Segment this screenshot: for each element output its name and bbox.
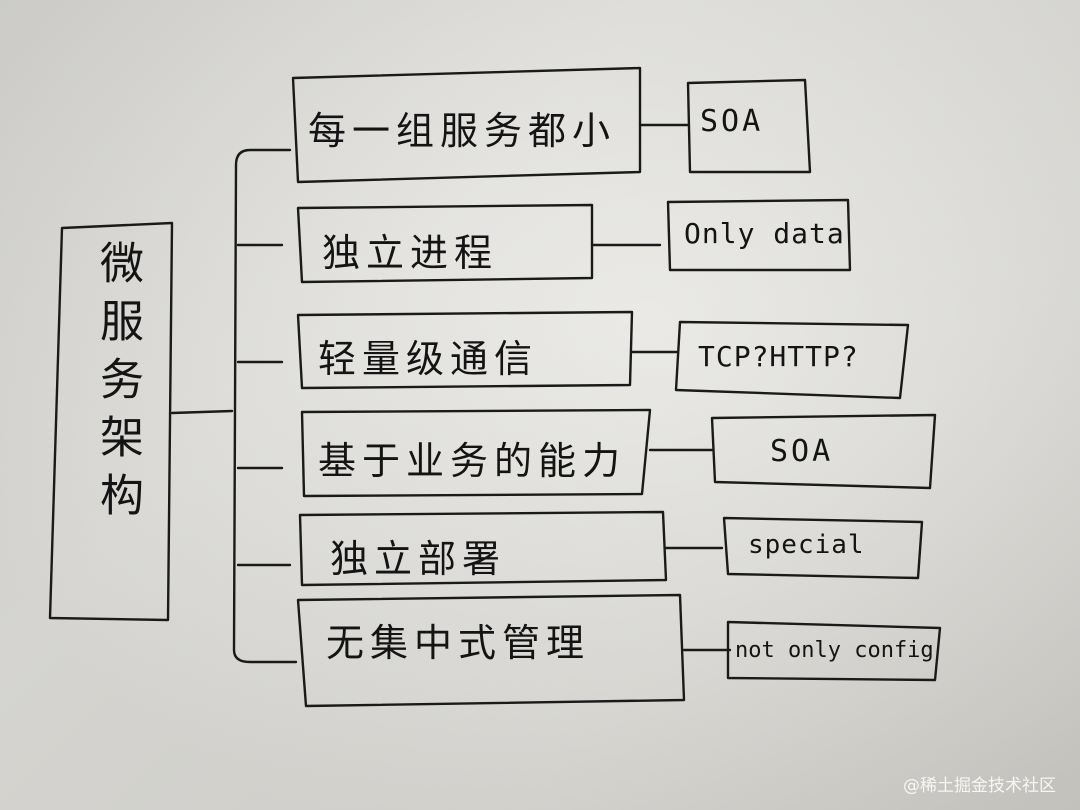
branch-label-4: 基于业务的能力	[318, 439, 627, 483]
leaf-box-3	[674, 320, 910, 400]
branch-label-3: 轻量级通信	[318, 337, 539, 381]
branch-box-4	[300, 408, 652, 498]
watermark: @稀土掘金技术社区	[903, 776, 1056, 796]
branch-label-1: 每一组服务都小	[308, 109, 617, 153]
leaf-box-4	[710, 413, 937, 490]
branch-label-2: 独立进程	[322, 231, 499, 275]
leaf-box-6	[726, 620, 942, 682]
leaf-box-2	[666, 198, 852, 272]
branch-box-2	[296, 203, 594, 284]
branch-box-5	[298, 510, 668, 587]
branch-label-6: 无集中式管理	[326, 621, 591, 665]
leaf-label-1: SOA	[700, 104, 764, 139]
leaf-label-3: TCP?HTTP?	[698, 340, 859, 373]
root-label: 微服务架构	[92, 240, 143, 530]
leaf-label-6: not only config	[735, 638, 934, 663]
leaf-label-2: Only data	[684, 217, 845, 250]
leaf-box-1	[686, 78, 812, 174]
root-box	[48, 221, 174, 622]
branch-box-6	[296, 593, 686, 708]
root-connector	[170, 409, 234, 415]
leaf-box-5	[722, 516, 924, 580]
branch-box-1	[291, 66, 642, 184]
branch-box-3	[296, 310, 634, 390]
spine	[232, 148, 298, 664]
leaf-label-4: SOA	[770, 434, 834, 469]
leaf-label-5: special	[748, 530, 865, 560]
branch-label-5: 独立部署	[330, 537, 507, 581]
